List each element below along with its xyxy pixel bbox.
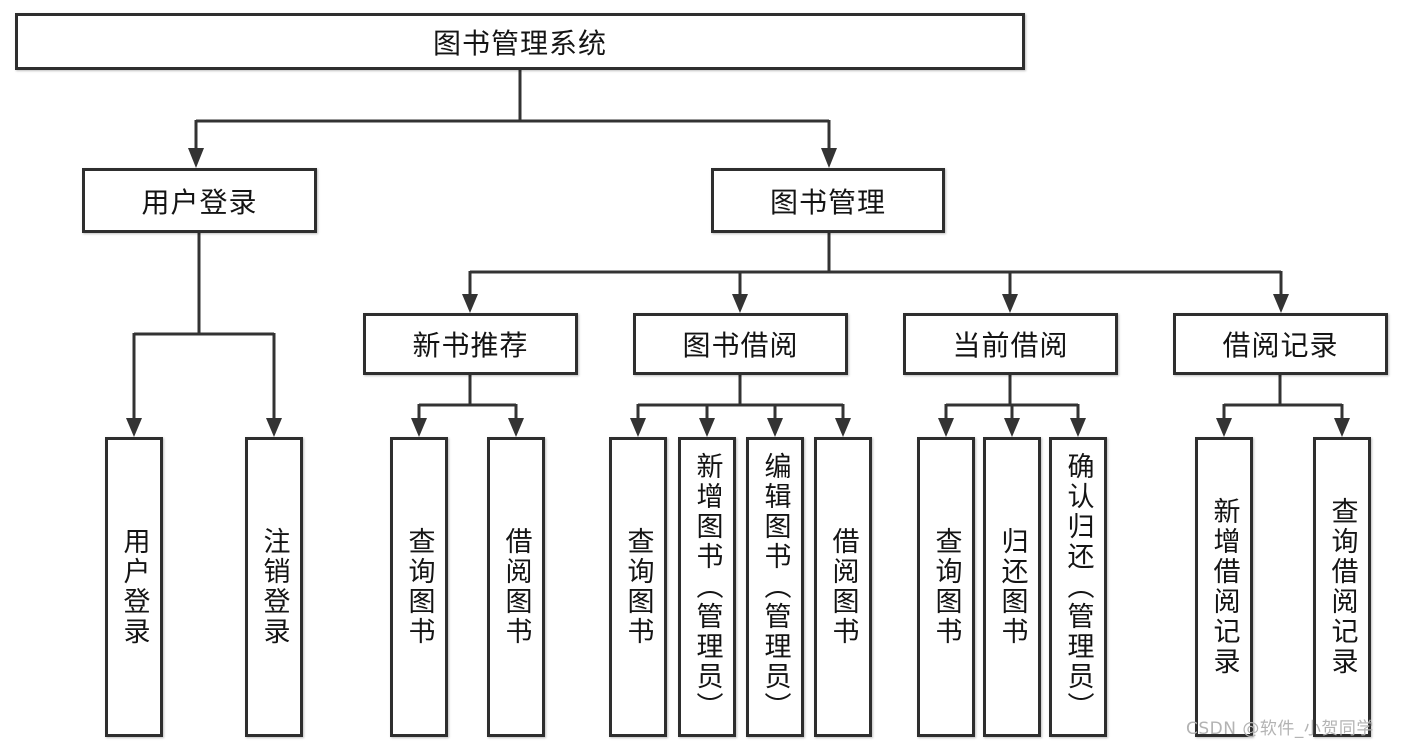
arrow-to-book-borrow <box>732 294 748 313</box>
node-leaf-cb-return-book-label: 归还图书 <box>996 527 1028 647</box>
node-leaf-rec-borrow-book-label: 借阅图书 <box>500 527 532 647</box>
arrow-to-current-borrow <box>1002 294 1018 313</box>
arrow-to-leaf <box>1070 418 1086 437</box>
node-leaf-br-query-record: 查询借阅记录 <box>1313 437 1371 737</box>
node-leaf-br-query-record-label: 查询借阅记录 <box>1326 497 1358 677</box>
node-leaf-br-add-record-label: 新增借阅记录 <box>1208 497 1240 677</box>
arrow-to-leaf <box>699 418 715 437</box>
arrow-to-borrow-records <box>1273 294 1289 313</box>
node-current-borrow-label: 当前借阅 <box>952 329 1069 362</box>
node-leaf-bb-edit-book: 编辑图书（管理员） <box>746 437 804 737</box>
node-current-borrow: 当前借阅 <box>903 313 1118 375</box>
connector-userlogin-to-leaves <box>132 233 276 421</box>
arrow-to-leaf <box>630 418 646 437</box>
node-leaf-logout-label: 注销登录 <box>258 527 290 647</box>
arrow-to-leaf <box>266 418 282 437</box>
node-leaf-cb-query-book-label: 查询图书 <box>930 527 962 647</box>
arrow-to-leaf <box>835 418 851 437</box>
arrow-to-leaf <box>1004 418 1020 437</box>
arrow-to-leaf <box>508 418 524 437</box>
node-user-login: 用户登录 <box>82 168 317 233</box>
node-leaf-bb-edit-book-label: 编辑图书（管理员） <box>759 452 791 722</box>
node-book-mgmt-label: 图书管理 <box>769 185 886 219</box>
node-new-book-rec-label: 新书推荐 <box>412 329 529 362</box>
node-leaf-bb-query-book-label: 查询图书 <box>622 527 654 647</box>
node-leaf-user-login: 用户登录 <box>105 437 163 737</box>
node-borrow-records: 借阅记录 <box>1173 313 1388 375</box>
arrow-to-leaf <box>938 418 954 437</box>
node-book-borrow: 图书借阅 <box>633 313 848 375</box>
node-user-login-label: 用户登录 <box>141 185 258 219</box>
arrow-to-new-book-rec <box>462 294 478 313</box>
node-leaf-cb-confirm-return: 确认归还（管理员） <box>1049 437 1107 737</box>
node-leaf-br-add-record: 新增借阅记录 <box>1195 437 1253 737</box>
arrow-to-user-login <box>188 148 204 168</box>
node-leaf-rec-query-book-label: 查询图书 <box>403 527 435 647</box>
node-leaf-bb-add-book-label: 新增图书（管理员） <box>691 452 723 722</box>
arrow-to-leaf <box>411 418 427 437</box>
node-leaf-cb-confirm-return-label: 确认归还（管理员） <box>1062 452 1094 722</box>
arrow-to-leaf <box>767 418 783 437</box>
node-leaf-cb-query-book: 查询图书 <box>917 437 975 737</box>
csdn-watermark: CSDN @软件_小贺同学 <box>1186 719 1374 739</box>
connector-borrowrecords-to-leaves <box>1222 375 1344 421</box>
node-book-borrow-label: 图书借阅 <box>682 329 799 362</box>
arrow-to-book-mgmt <box>821 148 837 168</box>
connector-bookborrow-to-leaves <box>636 375 845 421</box>
node-leaf-bb-borrow-book: 借阅图书 <box>814 437 872 737</box>
node-root-label: 图书管理系统 <box>432 26 607 60</box>
node-leaf-bb-query-book: 查询图书 <box>609 437 667 737</box>
node-borrow-records-label: 借阅记录 <box>1222 329 1339 362</box>
node-leaf-bb-borrow-book-label: 借阅图书 <box>827 527 859 647</box>
node-leaf-rec-borrow-book: 借阅图书 <box>487 437 545 737</box>
node-leaf-rec-query-book: 查询图书 <box>390 437 448 737</box>
node-leaf-bb-add-book: 新增图书（管理员） <box>678 437 736 737</box>
connector-newbookrec-to-leaves <box>417 375 518 421</box>
arrow-to-leaf <box>126 418 142 437</box>
node-new-book-rec: 新书推荐 <box>363 313 578 375</box>
arrow-to-leaf <box>1216 418 1232 437</box>
connector-bookmgmt-to-level3 <box>468 233 1283 297</box>
node-leaf-cb-return-book: 归还图书 <box>983 437 1041 737</box>
node-book-mgmt: 图书管理 <box>711 168 945 233</box>
node-root: 图书管理系统 <box>15 13 1025 70</box>
arrow-to-leaf <box>1334 418 1350 437</box>
node-leaf-user-login-label: 用户登录 <box>118 527 150 647</box>
connector-root-to-level2 <box>194 70 831 151</box>
node-leaf-logout: 注销登录 <box>245 437 303 737</box>
connector-currentborrow-to-leaves <box>944 375 1080 421</box>
